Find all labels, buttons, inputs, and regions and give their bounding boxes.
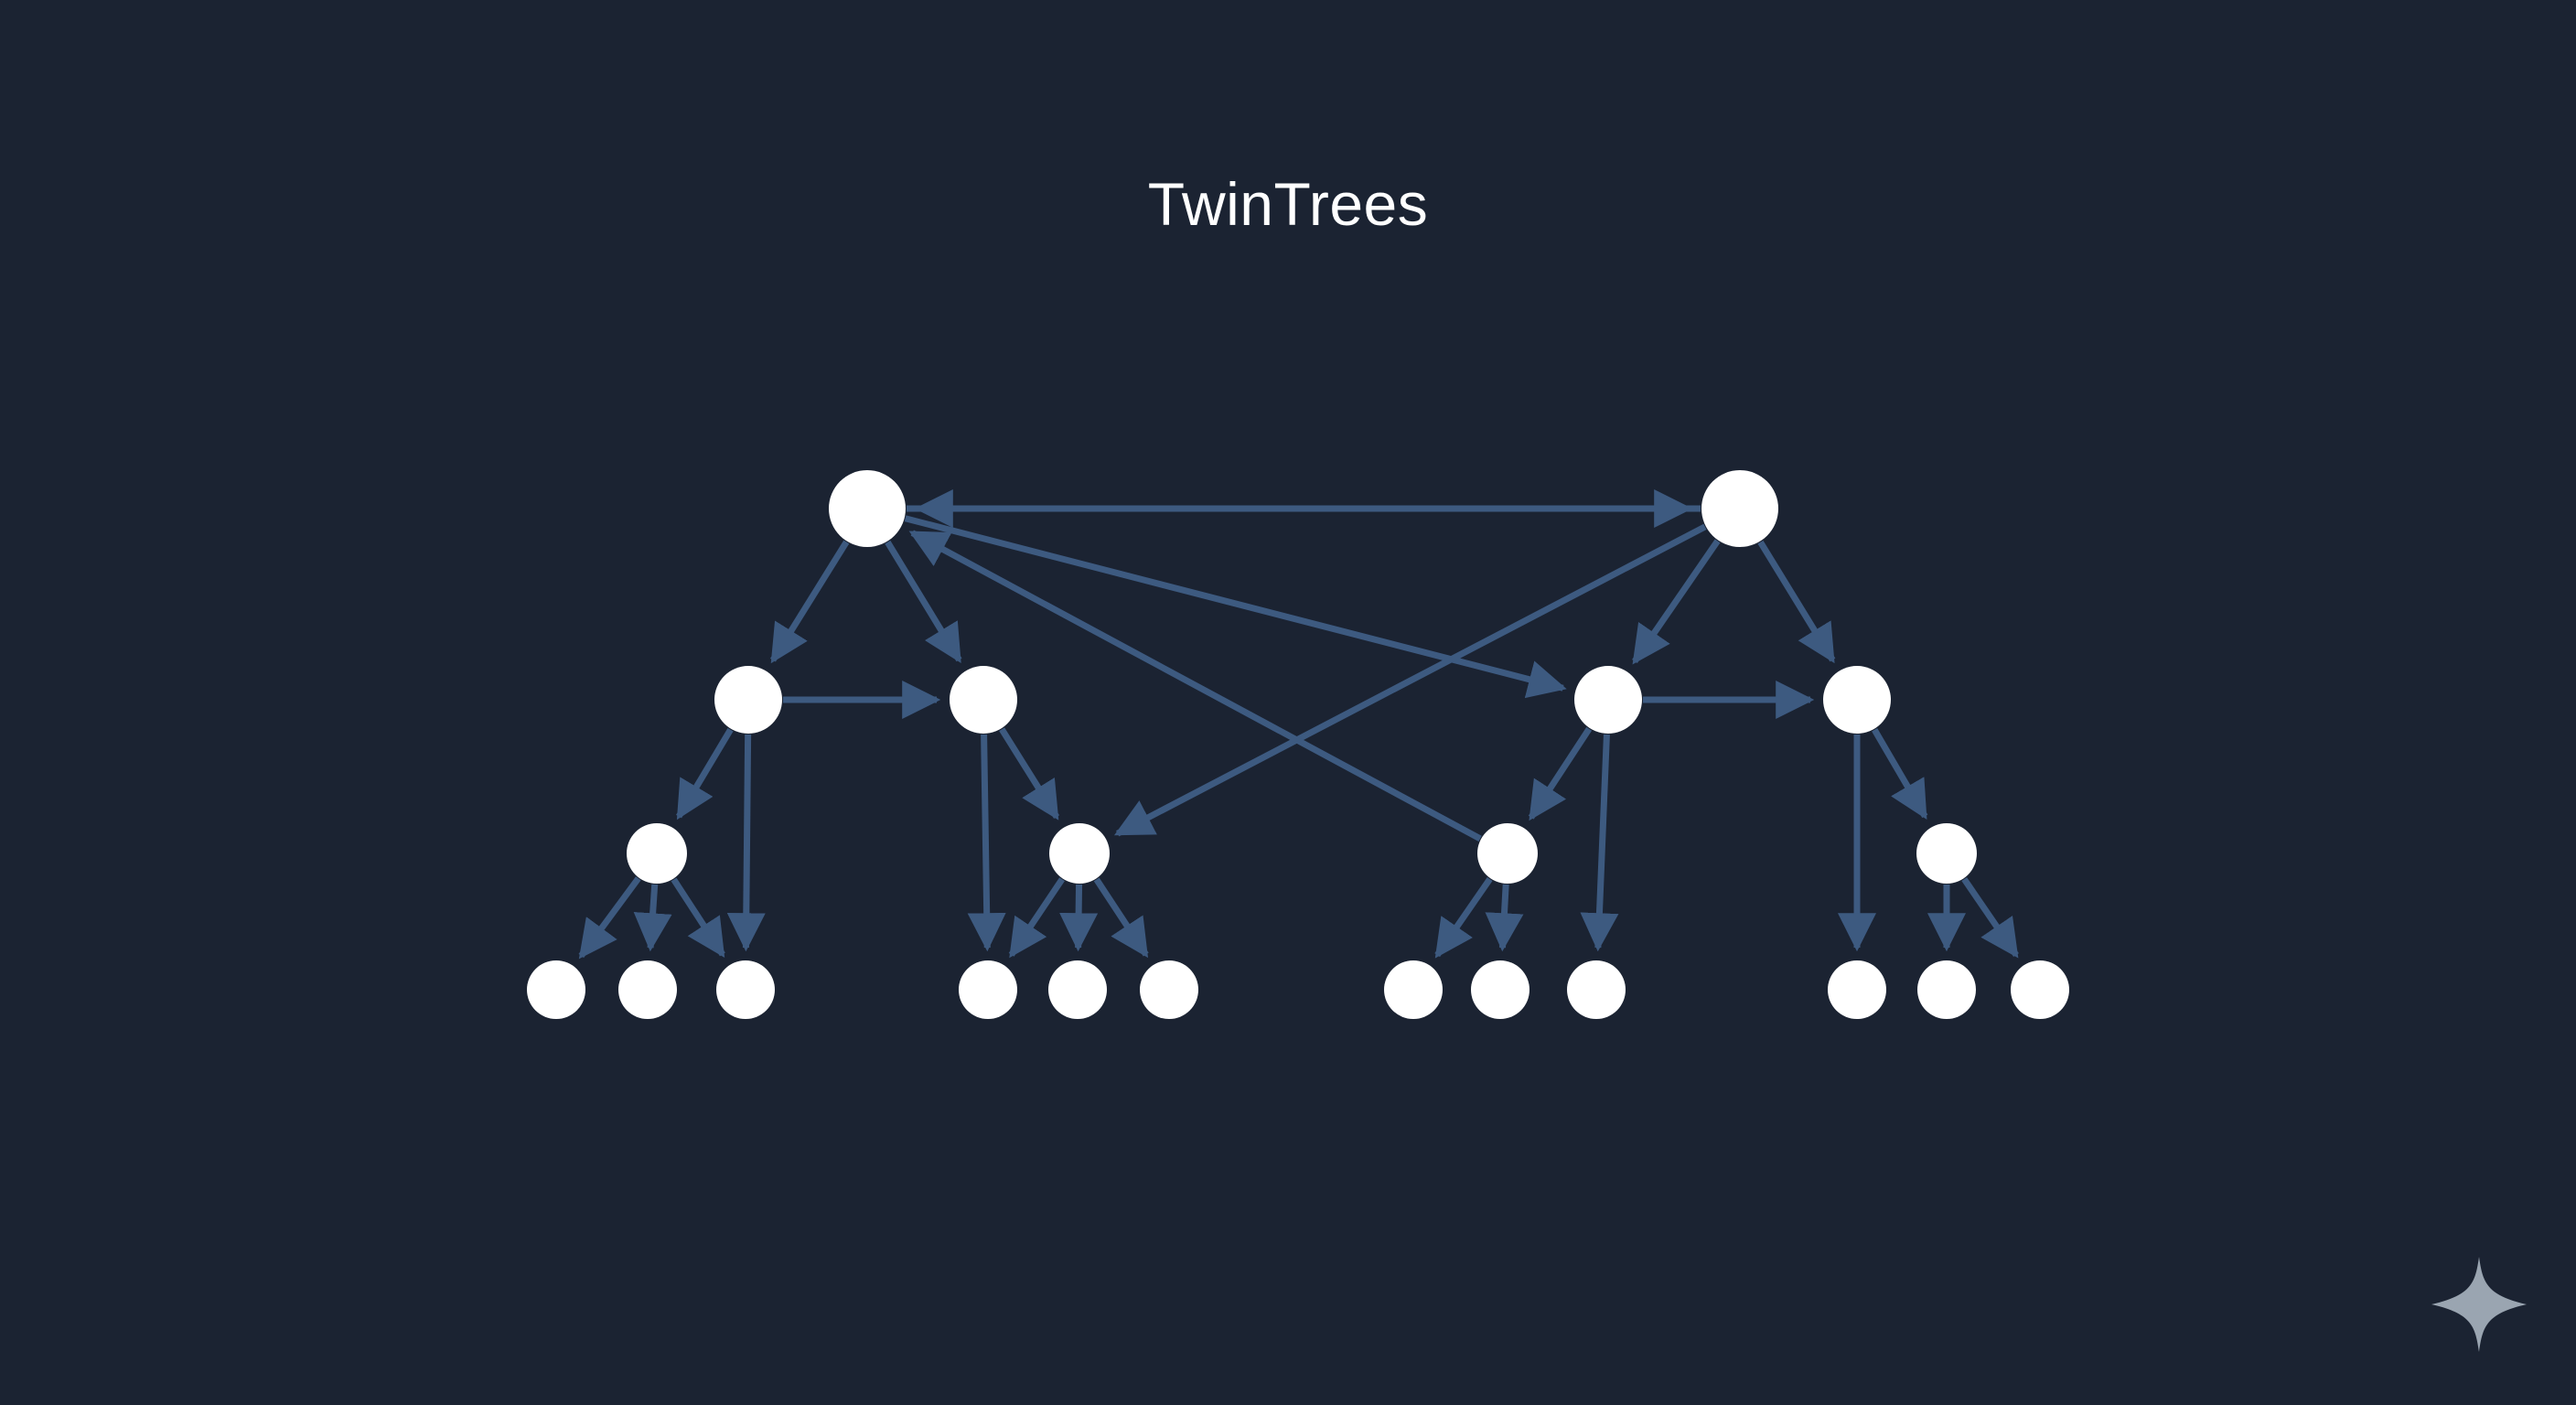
- graph-edge: [885, 540, 962, 664]
- graph-node[interactable]: [1823, 666, 1891, 734]
- page-title: TwinTrees: [1147, 170, 1429, 238]
- graph-edge: [967, 734, 1006, 952]
- graph-node[interactable]: [627, 823, 687, 884]
- graph-edge: [904, 515, 1567, 699]
- graph-node[interactable]: [527, 960, 585, 1019]
- graph-node[interactable]: [1917, 960, 1976, 1019]
- graph-node[interactable]: [1916, 823, 1977, 884]
- graph-edge: [1872, 728, 1928, 820]
- graph-edge: [1961, 877, 2019, 959]
- edge-layer: [578, 489, 2019, 960]
- graph-node[interactable]: [1828, 960, 1886, 1019]
- graph-node[interactable]: [716, 960, 775, 1019]
- sparkle-icon[interactable]: [2426, 1251, 2532, 1357]
- graph-edge: [1434, 876, 1493, 959]
- graph-node[interactable]: [950, 666, 1017, 734]
- graph-edge: [633, 884, 672, 952]
- graph-edge: [1580, 734, 1619, 952]
- graph-node[interactable]: [1574, 666, 1642, 734]
- graph-node[interactable]: [829, 470, 906, 547]
- graph-node[interactable]: [1477, 823, 1538, 884]
- graph-node[interactable]: [714, 666, 782, 734]
- graph-edge: [1113, 523, 1707, 837]
- graph-edge: [1528, 726, 1593, 821]
- graph-node[interactable]: [1567, 960, 1626, 1019]
- graph-node[interactable]: [1471, 960, 1530, 1019]
- graph-edge: [671, 877, 725, 958]
- node-layer: [527, 470, 2069, 1019]
- graph-edge: [676, 727, 734, 820]
- graph-edge: [769, 540, 850, 664]
- graph-edge: [999, 727, 1060, 820]
- graph-edge: [1008, 877, 1065, 959]
- graph-node[interactable]: [1049, 823, 1110, 884]
- graph-node[interactable]: [1048, 960, 1107, 1019]
- graph-edge: [578, 876, 641, 960]
- graph-edge: [1757, 540, 1836, 664]
- graph-edge: [908, 530, 1482, 842]
- graph-edge: [1093, 877, 1149, 959]
- graph-node[interactable]: [959, 960, 1017, 1019]
- graph-node[interactable]: [1701, 470, 1778, 547]
- graph-node[interactable]: [1384, 960, 1443, 1019]
- graph-node[interactable]: [618, 960, 677, 1019]
- graph-node[interactable]: [1140, 960, 1198, 1019]
- graph-edge: [726, 734, 766, 952]
- graph-edge: [1485, 884, 1524, 952]
- graph-edge: [1632, 539, 1721, 665]
- graph-node[interactable]: [2011, 960, 2069, 1019]
